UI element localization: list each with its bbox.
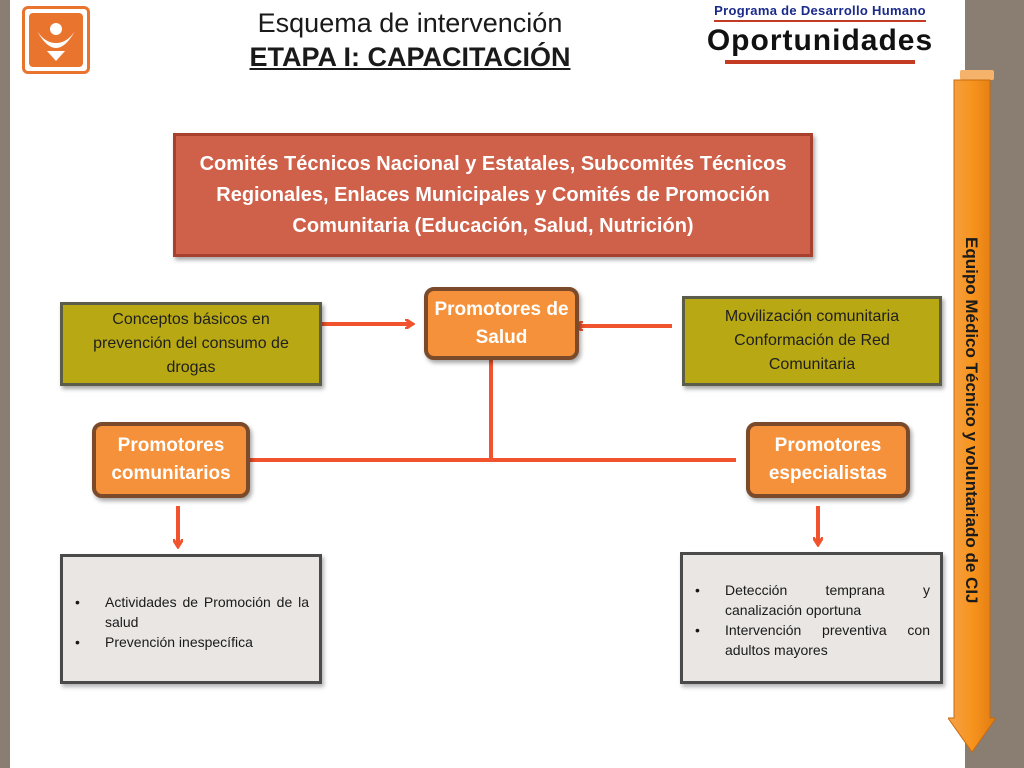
title-line-1: Esquema de intervención — [257, 8, 563, 38]
title-line-2: ETAPA I: CAPACITACIÓN — [249, 42, 571, 72]
side-label-text: Equipo Médico Técnico y voluntariado de … — [962, 236, 981, 604]
promotores-especialistas-label: Promotores especialistas — [768, 435, 888, 484]
right-input-box: Movilización comunitaria Conformación de… — [682, 296, 942, 386]
organization-logo — [22, 6, 90, 74]
list-item: Intervención preventiva con adultos mayo… — [695, 620, 930, 660]
program-logo-underline — [725, 60, 915, 64]
list-item: Actividades de Promoción de la salud — [75, 592, 309, 632]
left-activities-box: Actividades de Promoción de la salud Pre… — [60, 554, 322, 684]
program-logo: Programa de Desarrollo Humano Oportunida… — [670, 2, 970, 64]
heart-figure-icon — [29, 13, 83, 67]
slide: Esquema de intervención ETAPA I: CAPACIT… — [10, 0, 965, 768]
program-subtitle: Programa de Desarrollo Humano — [714, 3, 926, 22]
right-activities-list: Detección temprana y canalización oportu… — [683, 580, 940, 660]
connector-lines — [10, 0, 965, 768]
list-item: Prevención inespecífica — [75, 632, 309, 652]
left-activities-list: Actividades de Promoción de la salud Pre… — [63, 592, 319, 652]
side-label: Equipo Médico Técnico y voluntariado de … — [949, 200, 993, 640]
promotores-salud-label: Promotores de Salud — [434, 298, 569, 348]
slide-title: Esquema de intervención ETAPA I: CAPACIT… — [200, 6, 620, 74]
promotores-salud-node: Promotores de Salud — [424, 287, 579, 360]
committees-box: Comités Técnicos Nacional y Estatales, S… — [173, 133, 813, 257]
program-name: Oportunidades — [706, 24, 934, 57]
right-input-text: Movilización comunitaria Conformación de… — [724, 308, 900, 373]
list-item: Detección temprana y canalización oportu… — [695, 580, 930, 620]
promotores-comunitarios-node: Promotores comunitarios — [92, 422, 250, 498]
side-down-arrow-icon — [948, 70, 996, 753]
promotores-comunitarios-label: Promotores comunitarios — [111, 435, 231, 484]
promotores-especialistas-node: Promotores especialistas — [746, 422, 910, 498]
committees-text: Comités Técnicos Nacional y Estatales, S… — [199, 152, 787, 237]
left-input-box: Conceptos básicos en prevención del cons… — [60, 302, 322, 386]
right-activities-box: Detección temprana y canalización oportu… — [680, 552, 943, 684]
left-input-text: Conceptos básicos en prevención del cons… — [93, 311, 289, 376]
